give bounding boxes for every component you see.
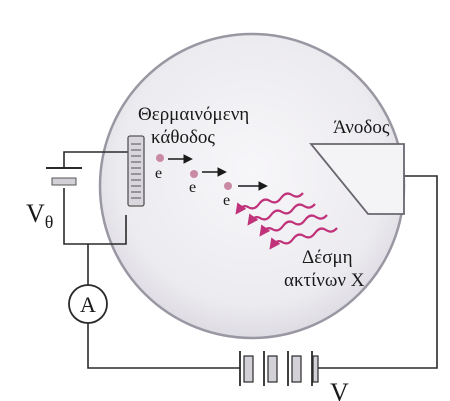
electron-label: e (223, 192, 230, 209)
tube-voltage-label: V (330, 378, 349, 401)
circuit-wires (63, 151, 438, 369)
heater-voltage-label: Vθ (26, 199, 53, 232)
xray-beam (235, 192, 338, 250)
ammeter: A (68, 284, 108, 324)
cathode-label: Θερμαινόμενη κάθοδος (138, 104, 254, 148)
cathode (127, 135, 145, 207)
heater-battery (46, 167, 82, 186)
electron-dot (224, 182, 232, 190)
electron-beam: e e e (155, 154, 268, 209)
anode-label: Άνοδος (333, 117, 390, 138)
electron-dot (156, 154, 164, 162)
electron-label: e (189, 179, 196, 196)
electron-dot (190, 170, 198, 178)
xray-beam-label: Δέσμη ακτίνων X (284, 247, 365, 291)
svg-text:A: A (80, 292, 96, 317)
anode (309, 143, 405, 215)
tube-battery (239, 351, 319, 386)
electron-label: e (155, 165, 162, 182)
